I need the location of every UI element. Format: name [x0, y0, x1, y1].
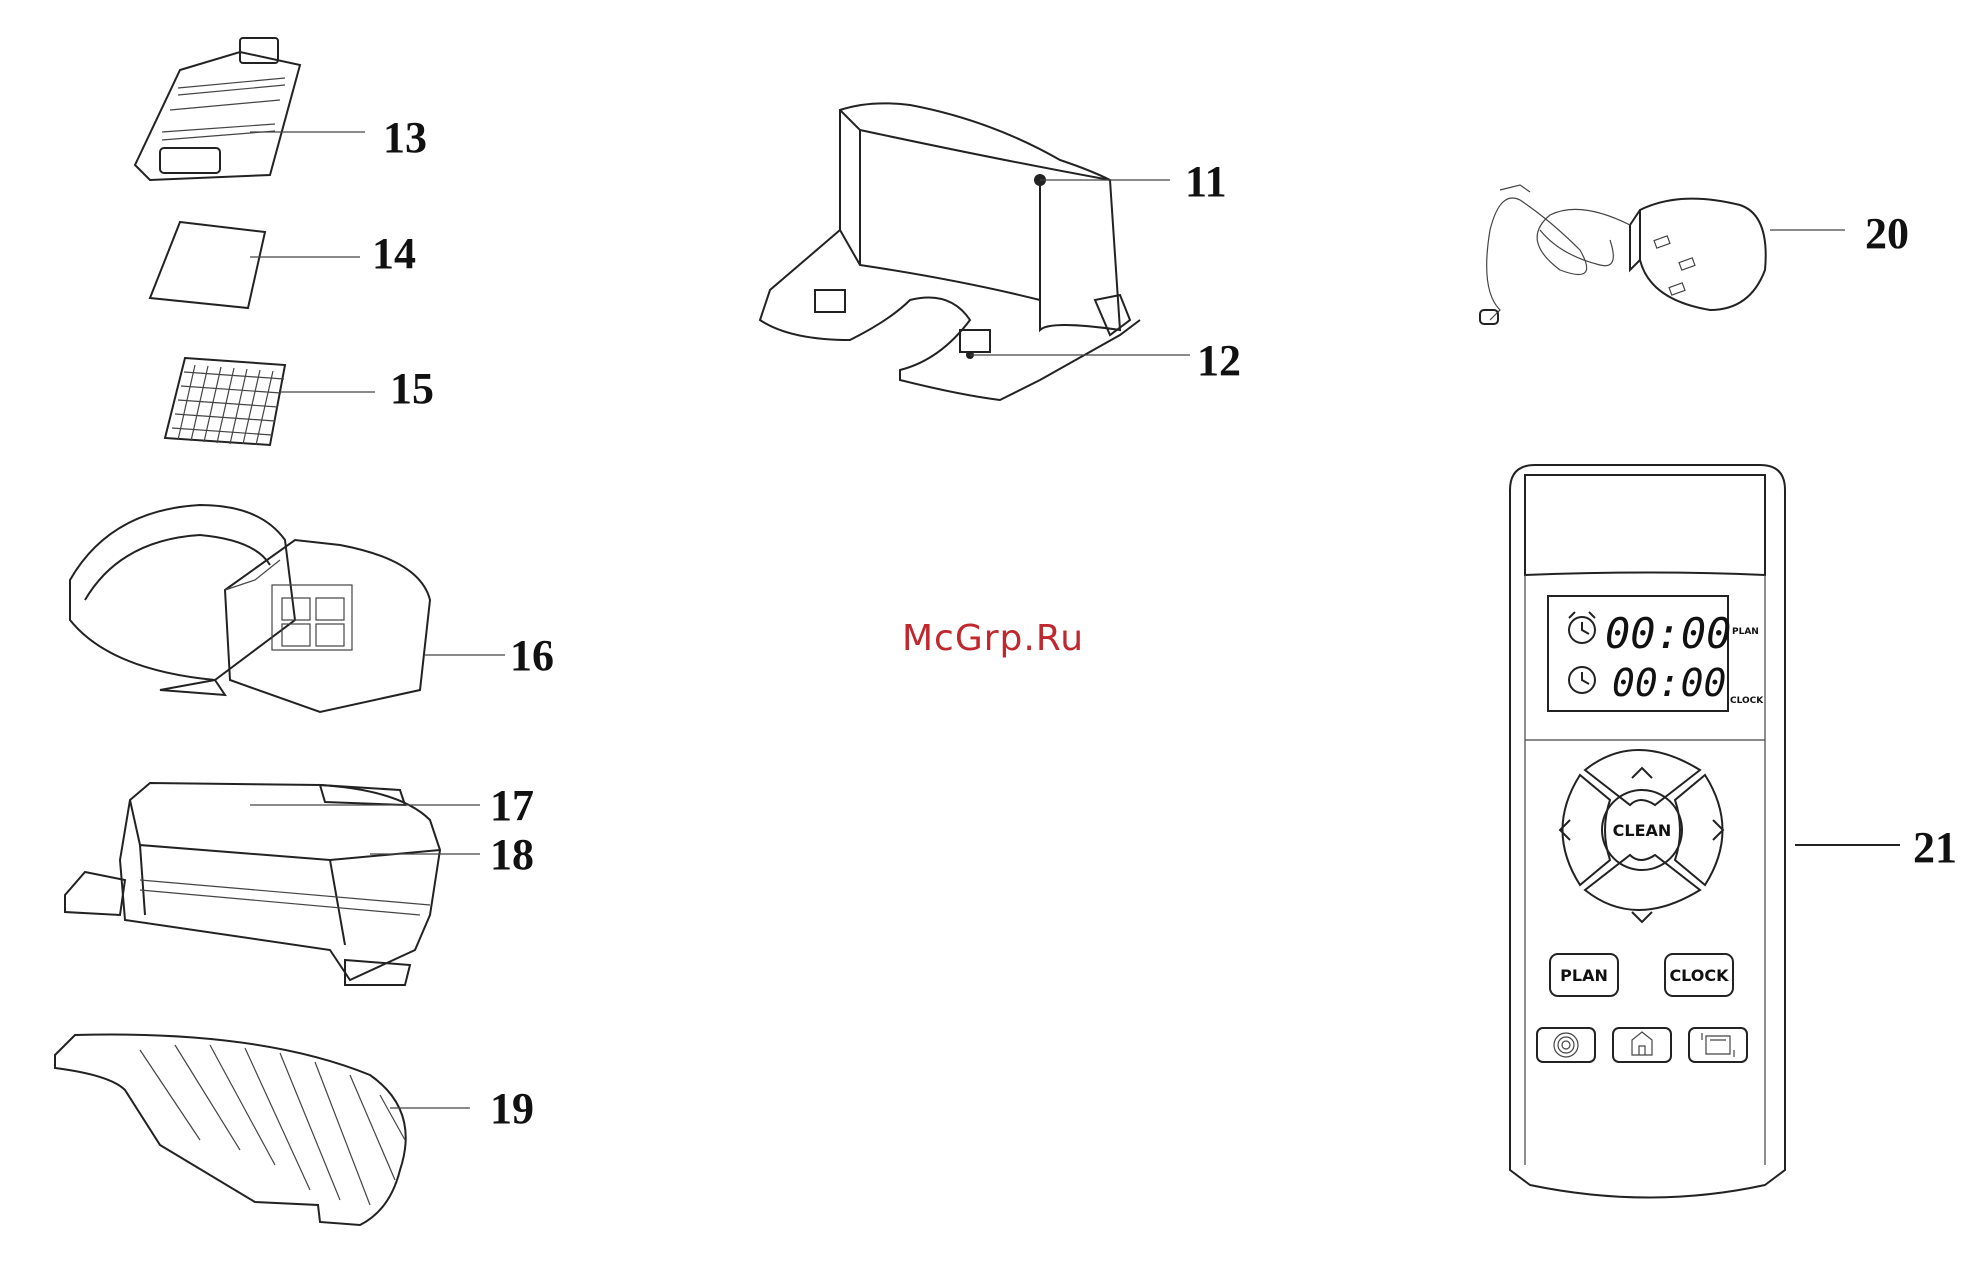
- plan-tag: PLAN: [1732, 627, 1759, 637]
- dpad-up-button[interactable]: [1585, 750, 1700, 805]
- part-label-14: 14: [372, 229, 416, 278]
- plan-button-label: PLAN: [1560, 966, 1608, 985]
- home-icon: [1632, 1032, 1652, 1055]
- edge-clean-icon: [1702, 1033, 1734, 1057]
- part-label-19: 19: [490, 1084, 534, 1133]
- plan-button[interactable]: PLAN: [1550, 954, 1618, 996]
- part-label-11: 11: [1185, 157, 1227, 206]
- spot-clean-button[interactable]: [1537, 1028, 1595, 1062]
- watermark: McGrp.Ru: [902, 618, 1084, 659]
- spiral-icon: [1554, 1033, 1578, 1057]
- part-label-21: 21: [1913, 823, 1957, 872]
- chevron-up-icon: [1632, 768, 1652, 778]
- filter-cover-drawing: [135, 38, 365, 180]
- part-label-16: 16: [510, 631, 554, 680]
- robot-body-drawing: [65, 783, 480, 985]
- hepa-filter-drawing: [165, 358, 375, 445]
- clock-tag: CLOCK: [1730, 696, 1764, 706]
- chevron-down-icon: [1632, 912, 1652, 922]
- clock-button-label: CLOCK: [1669, 966, 1729, 985]
- clean-button[interactable]: CLEAN: [1602, 790, 1682, 870]
- clock-icon: [1569, 667, 1595, 693]
- part-label-12: 12: [1197, 336, 1241, 385]
- alarm-clock-icon: [1569, 612, 1595, 643]
- clock-time-display: 00:00: [1612, 661, 1726, 705]
- part-label-17: 17: [490, 781, 534, 830]
- part-label-18: 18: [490, 830, 534, 879]
- edge-clean-button[interactable]: [1689, 1028, 1747, 1062]
- power-adapter-drawing: [1480, 185, 1845, 324]
- charging-dock-drawing: [760, 103, 1190, 400]
- part-label-15: 15: [390, 364, 434, 413]
- clean-button-label: CLEAN: [1613, 821, 1672, 840]
- part-label-20: 20: [1865, 209, 1909, 258]
- dust-bin-drawing: [70, 505, 505, 712]
- home-dock-button[interactable]: [1613, 1028, 1671, 1062]
- clock-button[interactable]: CLOCK: [1665, 954, 1733, 996]
- mop-pad-drawing: [55, 1035, 470, 1226]
- plan-time-display: 00:00: [1605, 609, 1731, 658]
- dpad-down-button[interactable]: [1585, 855, 1700, 922]
- remote-control: 00:00 00:00 PLAN CLOCK CLEAN PLAN: [1510, 465, 1900, 1198]
- filter-pad-drawing: [150, 222, 360, 308]
- part-label-13: 13: [383, 113, 427, 162]
